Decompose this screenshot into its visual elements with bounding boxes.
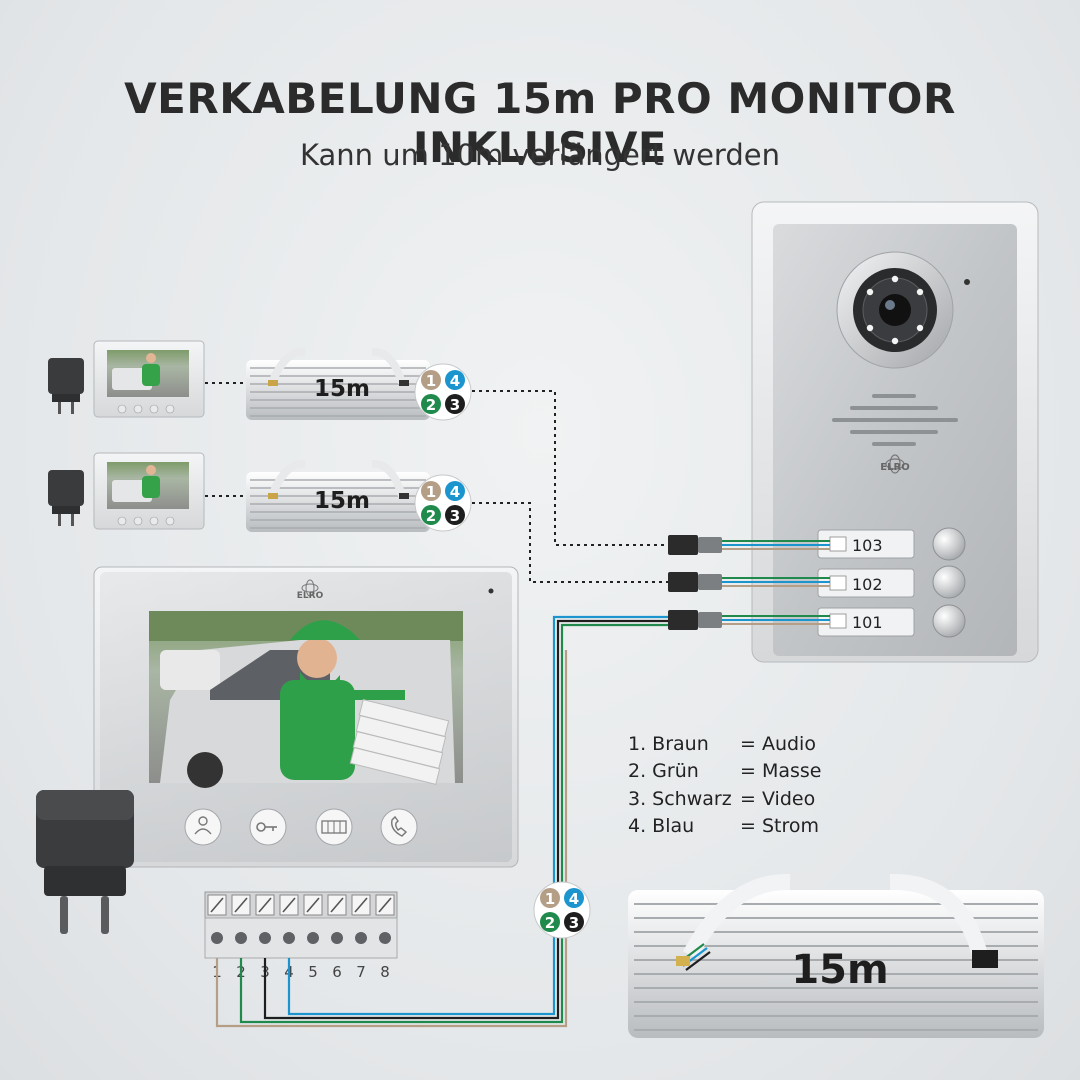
terminal-screw [375,894,395,944]
diagram-title: VERKABELUNG 15m PRO MONITOR INKLUSIVE [124,74,956,172]
key-icon [256,822,277,832]
call-button-102[interactable] [932,565,966,599]
connector-102 [668,572,830,592]
terminal-screw [207,894,227,944]
nameplate-label-103: 103 [852,536,883,555]
elro-logo-icon: ELRO [880,454,910,474]
small-monitor-1 [93,340,205,418]
connector-101 [668,610,830,630]
elro-logo-icon: ELRO [297,579,324,601]
terminal-number: 5 [308,963,318,981]
dotted-link-badge-2-door [472,502,668,583]
phone-icon [391,815,408,837]
person-icon [194,816,212,835]
gate-icon [321,820,347,834]
badge-number-black: 3 [450,396,460,414]
terminal-number: 8 [380,963,390,981]
dotted-links [205,382,668,583]
monitor-screen [149,611,463,788]
cable-length-label: 15m [791,947,888,993]
legend-wire: 2. Grün [628,760,699,783]
terminal-screw [303,894,323,944]
legend-meaning: = Masse [740,760,822,783]
wire-brown [215,650,568,1028]
cable-coil-2: 15m [246,459,430,532]
doorbell-nameplate-103: 103 [817,529,915,559]
legend-row: 3. Schwarz = Video [628,785,821,813]
cable-coil-1: 15m [246,347,430,420]
nameplate-label-102: 102 [852,575,883,594]
camera-lens-icon [836,251,954,369]
monitor-buttons [184,808,418,846]
badge-number-green: 2 [426,396,436,414]
wire-legend: 1. Braun = Audio 2. Grün = Masse 3. Schw… [628,730,821,840]
call-button-103[interactable] [932,527,966,561]
doorbell-sensor [964,279,970,285]
badge-number-green: 2 [426,507,436,525]
connector-103 [668,535,830,555]
terminal-screw [351,894,371,944]
terminal-wires [215,615,668,1028]
legend-wire: 1. Braun [628,732,709,755]
doorbell-nameplate-102: 102 [817,568,915,598]
badge-number-blue: 4 [450,483,460,501]
cable-length-label: 15m [314,488,370,514]
terminal-number: 6 [332,963,342,981]
wire-green [239,623,668,1024]
badge-number-blue: 4 [450,372,460,390]
terminal-screw [231,894,251,944]
power-adapter-icon [36,790,134,934]
terminal-screw [327,894,347,944]
wire-badge-3: 1 4 2 3 [533,881,591,939]
unlock-button[interactable] [249,808,287,846]
terminal-number: 7 [356,963,366,981]
legend-meaning: = Audio [740,732,816,755]
power-adapter-icon [48,358,84,414]
terminal-slots [207,894,395,944]
badge-number-brown: 1 [426,483,436,501]
wire-blue [287,615,668,1016]
wire-black [263,619,668,1020]
legend-meaning: = Video [740,787,816,810]
nameplate-label-101: 101 [852,613,883,632]
terminal-screw [279,894,299,944]
monitor-brand-label: ELRO [297,591,324,601]
badge-number-blue: 4 [569,890,579,908]
terminal-screw [255,894,275,944]
talk-button[interactable] [184,808,222,846]
gate-button[interactable] [315,808,353,846]
badge-number-black: 3 [569,914,579,932]
badge-number-green: 2 [545,914,555,932]
power-adapter-icon [48,470,84,526]
doorbell-connectors [668,535,830,630]
main-monitor: ELRO [93,566,519,868]
legend-wire: 4. Blau [628,815,695,838]
legend-wire: 3. Schwarz [628,787,732,810]
wire-badge-2: 1 4 2 3 [414,474,472,532]
wire-badge-1: 1 4 2 3 [414,363,472,421]
diagram-subtitle: Kann um 10m verlängert werden [300,138,780,172]
badge-number-brown: 1 [545,890,555,908]
hangup-button[interactable] [380,808,418,846]
cable-coil-3: 15m [628,873,1044,1038]
badge-number-black: 3 [450,507,460,525]
legend-row: 2. Grün = Masse [628,758,821,786]
legend-row: 4. Blau = Strom [628,813,821,841]
doorbell-nameplate-101: 101 [817,607,915,637]
cable-length-label: 15m [314,376,370,402]
badge-number-brown: 1 [426,372,436,390]
call-button-101[interactable] [932,604,966,638]
legend-row: 1. Braun = Audio [628,730,821,758]
legend-meaning: = Strom [740,815,819,838]
doorbell-brand-label: ELRO [880,462,909,473]
small-monitor-2 [93,452,205,530]
doorbell-unit: ELRO 103 102 101 [751,201,1039,663]
speaker-grille-icon [832,394,958,446]
dotted-link-badge-1-door [472,390,668,546]
